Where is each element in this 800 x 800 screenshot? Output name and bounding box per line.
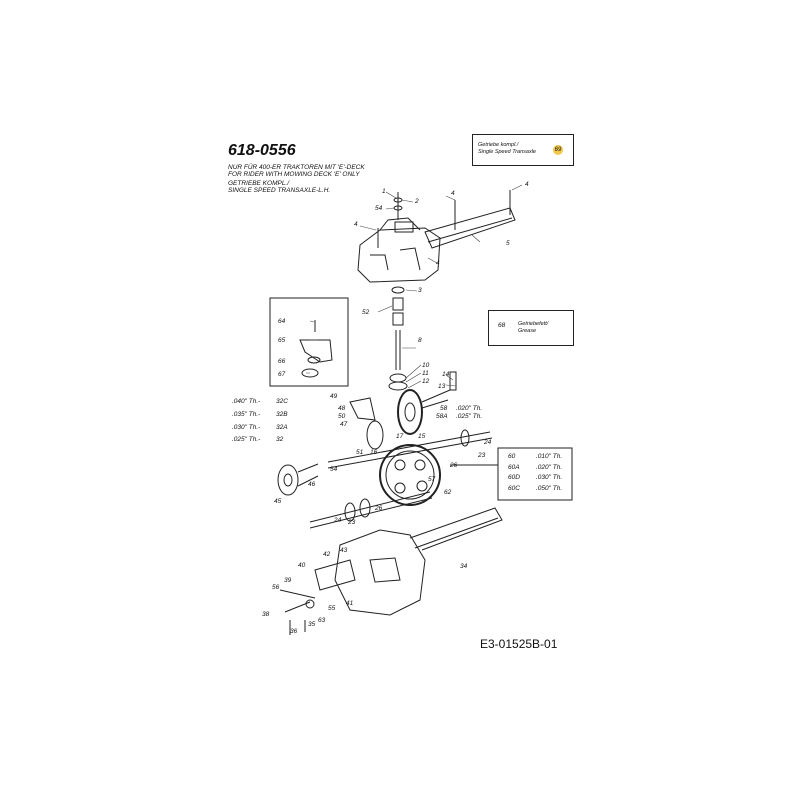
header-note: GETRIEBE KOMPL./ (228, 180, 290, 187)
shim-part: 32B (276, 411, 288, 418)
callout-label: 51 (356, 449, 364, 456)
inset-label: 65 (278, 337, 286, 344)
callout-label: 52 (362, 309, 370, 316)
callout-label: 5 (506, 240, 510, 247)
callout-label: 17 (396, 433, 404, 440)
callout-label: 4 (451, 190, 455, 197)
callout-label: 8 (418, 337, 422, 344)
callout-label: 16 (370, 449, 378, 456)
shim-part: 60A (508, 464, 520, 471)
inset-label: 66 (278, 358, 286, 365)
callout-label: 38 (262, 611, 270, 618)
callout-label: 10 (422, 362, 430, 369)
inset-panel (269, 297, 349, 387)
grease-box (488, 310, 574, 346)
callout-label: 1 (382, 188, 386, 195)
shim-thickness: .025" Th.- (232, 436, 261, 443)
shim-part: 58A (436, 413, 448, 420)
callout-label: 57 (428, 476, 436, 483)
callout-label: 23 (347, 519, 356, 526)
lower-housing (334, 529, 426, 616)
callout-label: 4 (436, 260, 440, 267)
shim-thickness: .025" Th. (456, 413, 482, 420)
grease-label-de: Getriebefett/ (518, 321, 549, 327)
shim-thickness: .020" Th. (456, 405, 482, 412)
bevel-gear (397, 389, 423, 435)
callout-label: 34 (460, 563, 468, 570)
callout-label: 56 (272, 584, 280, 591)
inset-label: 64 (278, 318, 286, 325)
shim-part: 60 (508, 453, 516, 460)
upper-axle-tube (424, 207, 516, 249)
assembly-title-box (472, 134, 574, 166)
main-gear (379, 444, 441, 506)
header-note: NUR FÜR 400-ER TRAKTOREN MIT 'E'-DECK (228, 164, 365, 171)
assembly-title-de: Getriebe kompl./ (478, 142, 519, 148)
callout-label: 4 (354, 221, 358, 228)
upper-shaft (327, 431, 493, 469)
header-note: FOR RIDER WITH MOWING DECK 'E' ONLY (228, 171, 360, 178)
part-number: 618-0556 (228, 142, 296, 159)
callout-label: 12 (422, 378, 430, 385)
inset-label: 67 (278, 371, 286, 378)
callout-label: 26 (449, 462, 458, 469)
callout-label: 46 (308, 481, 316, 488)
callout-label: 15 (418, 433, 426, 440)
callout-label: 24 (333, 517, 342, 524)
shim-thickness: .050" Th. (536, 485, 562, 492)
lower-shaft (309, 491, 433, 529)
callout-label: 36 (290, 628, 298, 635)
callout-label: 14 (442, 371, 450, 378)
callout-label: 42 (323, 551, 331, 558)
shim-thickness: .020" Th. (536, 464, 562, 471)
callout-label: 49 (330, 393, 338, 400)
shim-thickness: .030" Th. (536, 474, 562, 481)
callout-label: 41 (346, 600, 354, 607)
grease-label-en: Grease (518, 328, 537, 334)
assembly-title-en: Single Speed Transaxle (478, 149, 536, 155)
callout-label: 48 (338, 405, 346, 412)
shim-part: 60D (508, 474, 520, 481)
drawing-reference: E3-01525B-01 (480, 637, 558, 651)
callout-label: 54 (375, 205, 383, 212)
callout-label: 45 (274, 498, 282, 505)
callout-label: 11 (422, 370, 429, 377)
callout-label: 50 (338, 413, 346, 420)
shim-part: 32 (276, 436, 284, 443)
callout-label: 24 (483, 439, 492, 446)
shim-thickness: .010" Th. (536, 453, 562, 460)
callout-label: 4 (525, 181, 529, 188)
shim-part: 58 (440, 405, 448, 412)
callout-label: 63 (318, 617, 326, 624)
callout-label: 35 (308, 621, 316, 628)
transaxle-exploded-view: 1 2 54 4 4 4 4 5 3 52 8 10 11 12 14 13 4… (232, 181, 573, 635)
header-note: SINGLE SPEED TRANSAXLE-L.H. (228, 187, 331, 194)
callout-label: 55 (328, 605, 336, 612)
shim-part: 32C (276, 398, 288, 405)
callout-label: 43 (340, 547, 348, 554)
assembly-badge: 69 (553, 145, 563, 155)
callout-label: 26 (374, 505, 383, 512)
shim-thickness: .040" Th.- (232, 398, 261, 405)
shim-thickness: .030" Th.- (232, 424, 261, 431)
callout-label: 13 (438, 383, 446, 390)
shim-part: 60C (508, 485, 520, 492)
callout-label: 40 (298, 562, 306, 569)
shim-thickness: .035" Th.- (232, 411, 261, 418)
callout-label: 62 (444, 489, 452, 496)
shim-part: 32A (276, 424, 288, 431)
callout-label: 39 (284, 577, 292, 584)
callout-label: 47 (340, 421, 348, 428)
callout-label: 54 (330, 466, 338, 473)
callout-label: 3 (418, 287, 422, 294)
grease-part-number: 68 (498, 322, 506, 329)
callout-label: 23 (477, 452, 486, 459)
parts-sheet: 618-0556 NUR FÜR 400-ER TRAKTOREN MIT 'E… (210, 120, 580, 645)
callout-label: 2 (414, 198, 419, 205)
